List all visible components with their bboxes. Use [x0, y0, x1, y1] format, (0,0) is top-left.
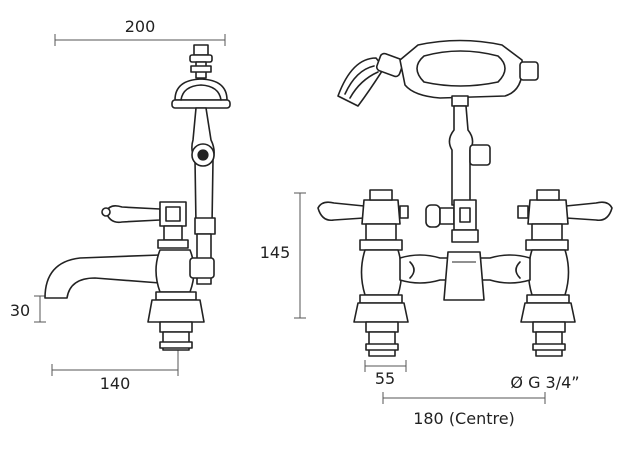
side-shower-head: [171, 78, 231, 109]
front-handset-cradle: [399, 39, 539, 107]
front-left-body: [353, 249, 409, 357]
dimension-inlet-width-label: 55: [375, 369, 395, 388]
dimension-front-height-label: 145: [260, 243, 291, 262]
dimension-centres: 180 (Centre): [382, 392, 546, 428]
side-view: [44, 44, 231, 351]
side-spout: [44, 254, 161, 299]
dimension-spout-drop-label: 30: [10, 301, 30, 320]
front-right-body: [520, 249, 576, 357]
front-right-lever: [517, 189, 613, 251]
side-shower-hanger: [189, 44, 213, 79]
side-body: [147, 249, 215, 351]
front-spout: [443, 251, 485, 301]
front-view: [317, 39, 613, 357]
front-diverter: [425, 199, 479, 243]
dimension-front-height: 145: [260, 192, 306, 319]
front-shower-head: [337, 52, 405, 107]
side-handset: [191, 107, 216, 235]
side-lever-handle: [101, 201, 189, 249]
dimension-inlet-width: 55: [364, 360, 407, 388]
dimension-spout-drop: 30: [10, 295, 52, 323]
dimension-thread: Ø G 3/4”: [510, 373, 579, 392]
front-riser: [448, 105, 491, 206]
dimension-spout-reach: 140: [51, 350, 179, 393]
dimension-thread-label: Ø G 3/4”: [510, 373, 579, 392]
dimension-side-height: 200: [54, 17, 226, 46]
dimension-spout-reach-label: 140: [100, 374, 131, 393]
dimension-centres-label: 180 (Centre): [413, 409, 515, 428]
front-left-lever: [317, 189, 409, 251]
dimension-side-height-label: 200: [125, 17, 156, 36]
